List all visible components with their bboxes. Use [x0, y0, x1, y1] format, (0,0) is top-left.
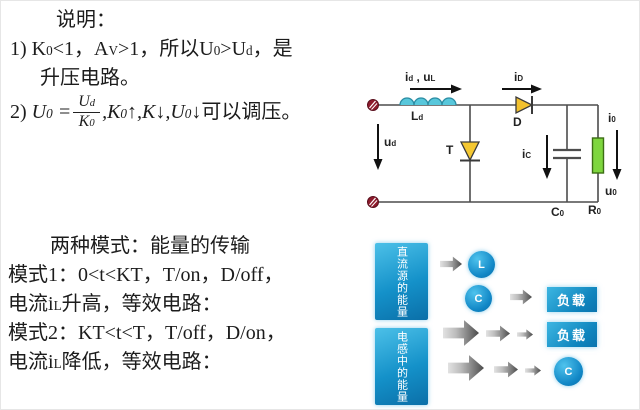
flow-arrow-icon	[510, 289, 532, 305]
label-iD: iD	[514, 70, 524, 84]
formula-lhs: U0 =	[31, 100, 72, 123]
label-C0: C0	[551, 205, 565, 219]
inductor-energy-box: 电感中的能量	[375, 328, 428, 405]
note-item1-line1: 1) K0<1，AV>1，所以U0>Ud，是	[10, 38, 293, 60]
label-i0: i0	[608, 111, 616, 125]
fraction-numerator: Ud	[73, 93, 101, 113]
current-arrows	[373, 84, 622, 180]
flow-arrow-icon	[494, 361, 518, 378]
fraction-denominator: K0	[78, 112, 95, 130]
capacitor-symbol	[553, 148, 581, 160]
flow-arrow-icon	[448, 355, 484, 381]
flow-arrow-icon	[525, 365, 541, 376]
terminal-top	[367, 99, 379, 111]
inductor-node-circle: L	[468, 251, 495, 278]
flow-arrow-icon	[486, 325, 510, 342]
modes-block: 两种模式：能量的传输 模式1：0<t<KT，T/on，D/off， 电流iL升高…	[8, 232, 368, 377]
label-Ld: Ld	[411, 109, 424, 123]
label-ud: ud	[384, 135, 397, 149]
mode2-line1: 模式2：KT<t<T，T/off，D/on，	[8, 322, 286, 344]
inductor-symbol	[399, 97, 457, 106]
mode2-line2: 电流iL降低，等效电路：	[8, 351, 222, 373]
resistor-symbol	[591, 137, 605, 174]
boost-circuit-diagram: id , uL iD Ld D T ud iC i0 u0 C0 R0	[355, 58, 640, 233]
terminal-bottom	[367, 196, 379, 208]
label-R0: R0	[588, 203, 602, 217]
flow-arrow-icon	[443, 320, 479, 346]
capacitor-node-circle-2: C	[554, 357, 583, 386]
load-box-2: 负载	[547, 322, 597, 347]
flow-arrow-icon	[517, 329, 533, 340]
diode-symbol	[515, 95, 534, 115]
label-id-ul: id , uL	[405, 70, 436, 84]
modes-heading: 两种模式：能量的传输	[50, 235, 250, 257]
flow-arrow-icon	[440, 256, 462, 272]
label-D: D	[513, 115, 522, 129]
notes-block: 说明： 1) K0<1，AV>1，所以U0>Ud，是 升压电路。 2) U0 =…	[10, 6, 362, 131]
formula-tail: 可以调压。	[201, 100, 302, 123]
label-u0: u0	[605, 184, 617, 198]
label-iC: iC	[522, 147, 532, 161]
thyristor-symbol	[459, 141, 481, 162]
label-T: T	[446, 143, 454, 157]
dc-source-energy-box: 直流源的能量	[375, 243, 428, 320]
energy-flow-diagram: 直流源的能量 电感中的能量 L C 负载 负载 C	[370, 235, 640, 410]
mode1-line2: 电流iL升高，等效电路：	[8, 293, 222, 315]
note-item2: 2) U0 = Ud K0 ,K0↑,K↓,U0↓ 可以调压。	[10, 93, 362, 131]
formula-fraction: Ud K0	[73, 93, 101, 131]
load-box-1: 负载	[547, 287, 597, 312]
circuit-schematic	[367, 84, 622, 208]
mode1-line1: 模式1：0<t<KT，T/on，D/off，	[8, 264, 284, 286]
formula-conditions: ,K0↑,K↓,U0↓	[102, 100, 202, 123]
note-item1-line2: 升压电路。	[40, 67, 140, 89]
note-item2-prefix: 2)	[10, 100, 27, 123]
capacitor-node-circle: C	[465, 285, 492, 312]
notes-heading: 说明：	[56, 9, 116, 31]
